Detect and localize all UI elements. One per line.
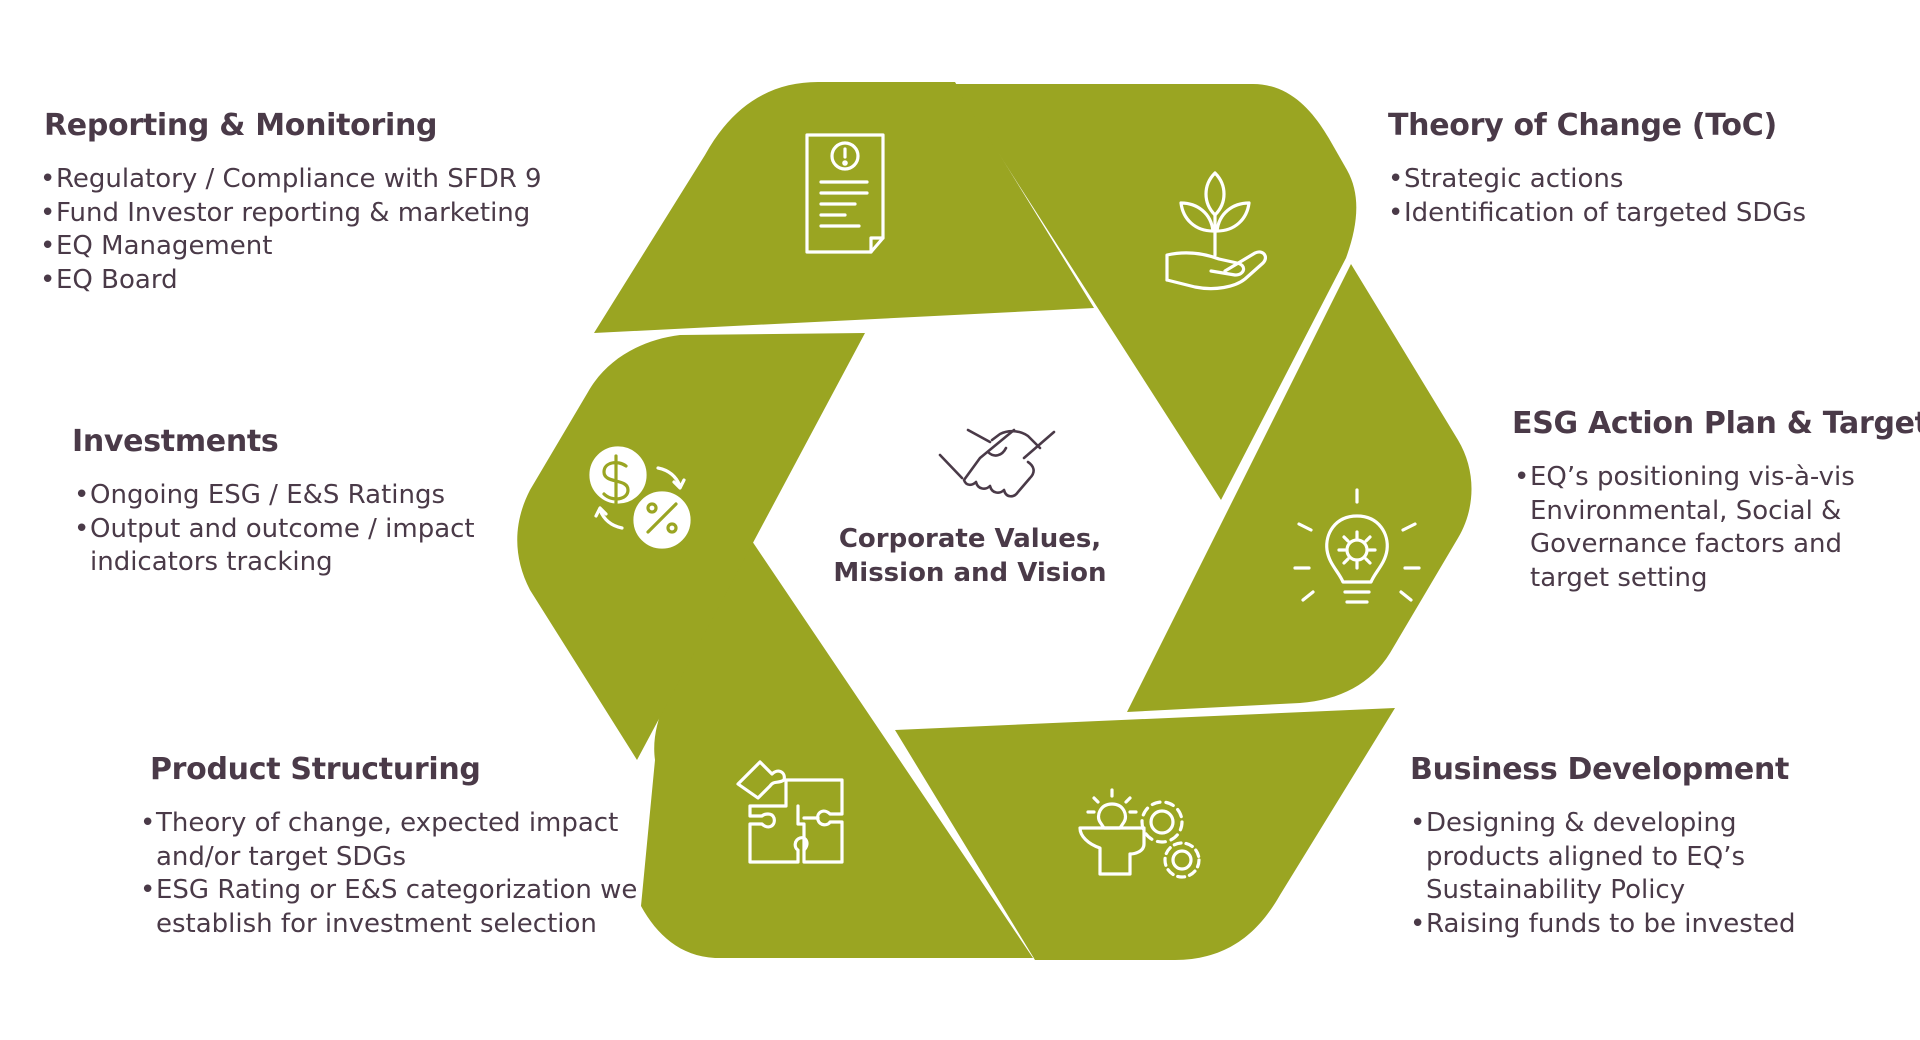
list-item: Raising funds to be invested [1410,908,1796,942]
list-item: Output and outcome / impact indicators t… [74,513,475,580]
title-esg: ESG Action Plan & Targets [1512,406,1920,441]
hand-plant-icon [1165,171,1268,291]
block-investments: Investments Ongoing ESG / E&S Ratings Ou… [72,424,475,580]
title-investments: Investments [72,424,279,459]
list-item: EQ Board [40,264,542,298]
segment-toc [954,84,1357,500]
list-business: Designing & developing products aligned … [1410,807,1796,941]
list-item: Regulatory / Compliance with SFDR 9 [40,163,542,197]
list-item: Strategic actions [1388,163,1806,197]
title-product: Product Structuring [150,752,481,787]
block-product: Product Structuring Theory of change, ex… [140,752,637,941]
center-label: Corporate Values, Mission and Vision [833,524,1107,588]
segment-product [641,541,1033,958]
block-reporting: Reporting & Monitoring Regulatory / Comp… [40,108,542,297]
segment-investments [517,333,865,760]
list-product: Theory of change, expected impact and/or… [140,807,637,941]
lightbulb-gear-icon [1293,488,1421,604]
list-item: Designing & developing products aligned … [1410,807,1796,908]
list-reporting: Regulatory / Compliance with SFDR 9 Fund… [40,163,542,297]
list-item: ESG Rating or E&S categorization we esta… [140,874,637,941]
title-toc: Theory of Change (ToC) [1388,108,1777,143]
list-item: Theory of change, expected impact and/or… [140,807,637,874]
list-toc: Strategic actions Identification of targ… [1388,163,1806,230]
title-business: Business Development [1410,752,1790,787]
list-item: EQ Management [40,230,542,264]
list-item: Identification of targeted SDGs [1388,197,1806,231]
segment-reporting [594,82,1094,333]
block-business: Business Development Designing & develop… [1410,752,1796,941]
segment-esg [1127,264,1472,712]
head-gears-icon [1078,788,1201,879]
block-toc: Theory of Change (ToC) Strategic actions… [1388,108,1806,230]
list-item: Ongoing ESG / E&S Ratings [74,479,475,513]
list-item: EQ’s positioning vis-à-vis Environmental… [1514,461,1920,595]
puzzle-icon [736,760,844,864]
dollar-percent-glyphs [602,454,678,534]
list-esg: EQ’s positioning vis-à-vis Environmental… [1514,461,1920,595]
document-alert-icon [805,133,885,254]
block-esg: ESG Action Plan & Targets EQ’s positioni… [1512,406,1920,595]
list-investments: Ongoing ESG / E&S Ratings Output and out… [74,479,475,580]
list-item: Fund Investor reporting & marketing [40,197,542,231]
title-reporting: Reporting & Monitoring [44,108,438,143]
handshake-icon [938,428,1056,498]
